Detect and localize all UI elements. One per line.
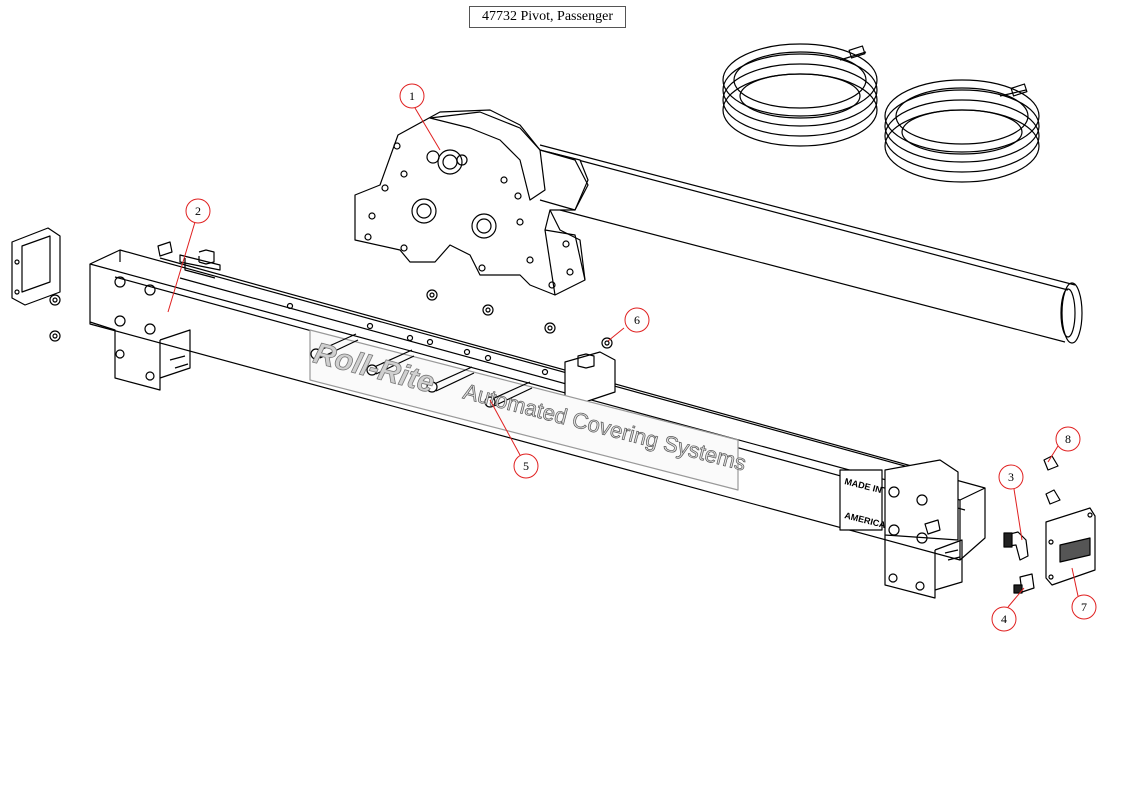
callout-7: 7 [1071,594,1097,620]
svg-text:1: 1 [409,89,415,103]
callout-4: 4 [991,606,1017,632]
svg-text:5: 5 [523,459,529,473]
diagram-title: 47732 Pivot, Passenger [469,6,626,28]
pivot-arm-tube [539,144,1083,344]
callouts: 1 2 3 4 5 6 7 [185,83,1097,632]
pivot-plate [354,109,589,296]
grease-zerk [1043,455,1061,505]
logo-decal [309,329,739,491]
hose-coil-right [884,79,1040,183]
callout-6: 6 [624,307,650,333]
svg-text:8: 8 [1065,432,1071,446]
svg-text:3: 3 [1008,470,1014,484]
main-beam [89,249,986,599]
hose-coil-left [722,43,878,147]
tarp-bolts [310,333,533,408]
svg-text:7: 7 [1081,600,1087,614]
callout-leaders [167,107,1079,608]
callout-8: 8 [1055,426,1081,452]
svg-text:4: 4 [1001,612,1007,626]
svg-text:2: 2 [195,204,201,218]
svg-text:6: 6 [634,313,640,327]
end-cap-left [11,227,61,342]
grease-fittings [157,241,941,535]
straight-fitting [1013,573,1035,594]
end-cap-right [1045,507,1096,586]
callout-3: 3 [998,464,1024,490]
elbow-fitting [1003,531,1029,561]
mounting-nuts [426,289,613,349]
callout-1: 1 [399,83,425,109]
callout-2: 2 [185,198,211,224]
callout-5: 5 [513,453,539,479]
